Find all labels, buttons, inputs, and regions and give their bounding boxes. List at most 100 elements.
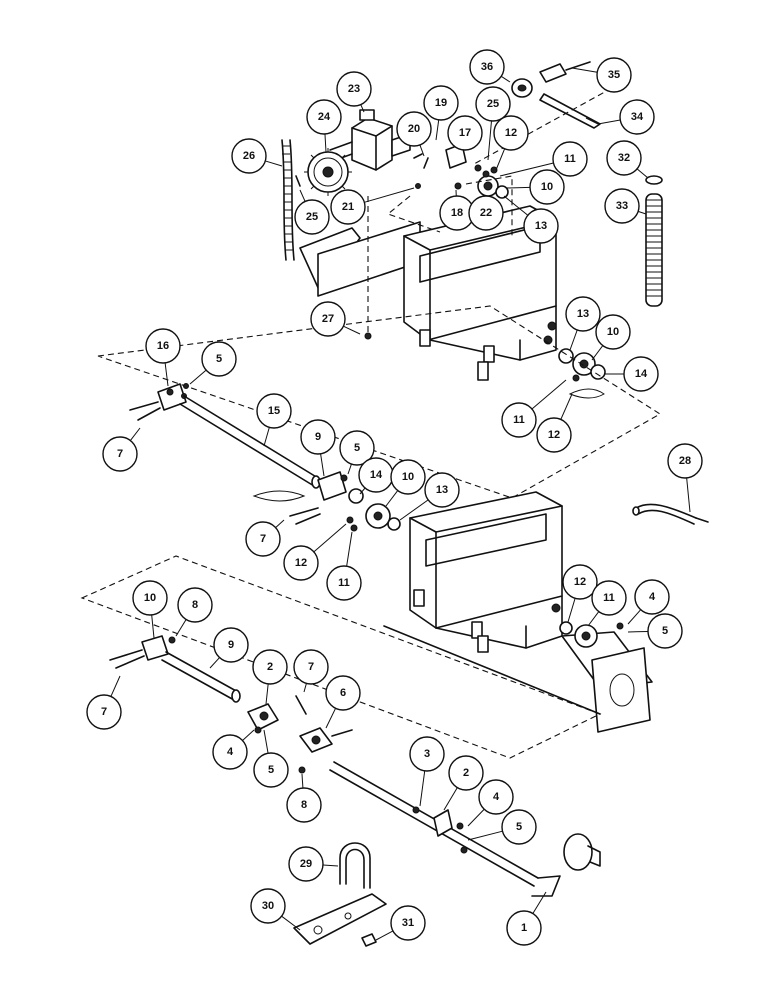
callout-circle [606, 140, 642, 176]
callout-c1: 1 [506, 891, 547, 946]
callout-circle [294, 199, 330, 235]
callout-circle [623, 356, 659, 392]
callout-leader-line [175, 619, 187, 637]
callout-circle [423, 85, 459, 121]
callout-circle [231, 138, 267, 174]
callout-leader-line [209, 657, 220, 669]
callout-c19: 19 [423, 85, 459, 141]
callout-c5b: 5 [339, 430, 375, 475]
callout-leader-line [597, 119, 621, 125]
callout-leader-line [567, 598, 576, 623]
lower-trough-housing [383, 491, 653, 733]
callout-c7a: 7 [102, 427, 141, 472]
callout-circle [213, 627, 249, 663]
callout-number: 12 [505, 127, 517, 139]
callout-circle [552, 141, 588, 177]
callout-c8a: 8 [175, 587, 213, 637]
callout-number: 8 [301, 799, 307, 811]
callout-leader-line [324, 133, 327, 153]
upper-trough-housing [299, 205, 557, 381]
callout-c26: 26 [231, 138, 283, 174]
callout-c4c: 4 [467, 779, 514, 827]
callout-c10a: 10 [505, 169, 565, 205]
callout-number: 18 [451, 207, 463, 219]
callout-circle [468, 195, 504, 231]
callout-c7c: 7 [86, 675, 122, 730]
callout-circle [336, 71, 372, 107]
callout-leader-line [686, 477, 691, 513]
bent-tube [632, 503, 709, 525]
callout-number: 30 [262, 900, 274, 912]
callout-circle [634, 579, 670, 615]
callout-number: 25 [487, 98, 499, 110]
callout-number: 10 [144, 592, 156, 604]
callout-number: 12 [548, 429, 560, 441]
callout-circle [469, 49, 505, 85]
callout-circle [475, 86, 511, 122]
callout-c30: 30 [250, 888, 301, 931]
callout-c10d: 10 [132, 580, 168, 639]
callout-leader-line [347, 463, 352, 475]
callout-c8b: 8 [286, 773, 322, 823]
callout-c25a: 25 [475, 86, 511, 161]
callout-number: 9 [228, 639, 234, 651]
lower-auger-frame [80, 555, 602, 759]
callout-circle [339, 430, 375, 466]
crank-shaft [329, 761, 601, 897]
callout-number: 23 [348, 83, 360, 95]
callout-number: 11 [338, 577, 350, 589]
callout-number: 7 [117, 448, 123, 460]
callout-number: 6 [340, 687, 346, 699]
callout-number: 29 [300, 858, 312, 870]
callout-leader-line [360, 104, 365, 113]
callout-circle [619, 99, 655, 135]
callout-number: 17 [459, 127, 471, 139]
callout-circle [252, 649, 288, 685]
callout-leader-line [419, 770, 426, 807]
callout-number: 14 [635, 368, 648, 380]
callout-circle [536, 417, 572, 453]
callout-circle [300, 419, 336, 455]
callout-leader-line [627, 630, 649, 633]
callout-leader-line [322, 864, 339, 867]
callout-c11d: 11 [587, 580, 627, 627]
callout-number: 10 [402, 471, 414, 483]
callout-leader-line [281, 915, 301, 931]
callout-c9b: 9 [209, 627, 249, 669]
callout-leader-line [435, 119, 440, 141]
callout-number: 11 [603, 592, 615, 604]
upper-bearing-set [445, 143, 509, 199]
callout-number: 25 [306, 211, 318, 223]
middle-coupler-set [252, 471, 401, 532]
callout-leader-line [531, 379, 567, 410]
callout-number: 5 [268, 764, 274, 776]
callout-c5c: 5 [627, 613, 683, 649]
callout-circle [529, 169, 565, 205]
callout-circle [667, 443, 703, 479]
callout-c34: 34 [597, 99, 655, 135]
callout-c12c: 12 [283, 523, 347, 581]
callout-circle [326, 565, 362, 601]
callout-number: 26 [243, 150, 255, 162]
lower-auger-shaft [109, 635, 241, 703]
callout-number: 13 [535, 220, 547, 232]
callout-number: 8 [192, 599, 198, 611]
callout-circle [86, 694, 122, 730]
callout-leader-line [495, 148, 506, 171]
upper-trough-end-bearings [558, 348, 606, 399]
callout-circle [310, 301, 346, 337]
callout-c25b: 25 [294, 189, 330, 235]
callout-leader-line [467, 830, 503, 841]
callout-c12a: 12 [493, 115, 529, 171]
callout-circle [293, 649, 329, 685]
callout-leader-line [325, 708, 337, 729]
callout-circle [647, 613, 683, 649]
callout-c4a: 4 [627, 579, 670, 625]
callout-leader-line [487, 120, 492, 161]
callout-leader-line [299, 189, 306, 202]
callout-leader-line [189, 369, 207, 385]
callout-c35: 35 [571, 57, 632, 93]
callout-circle [501, 402, 537, 438]
callout-c12d: 12 [562, 564, 598, 623]
